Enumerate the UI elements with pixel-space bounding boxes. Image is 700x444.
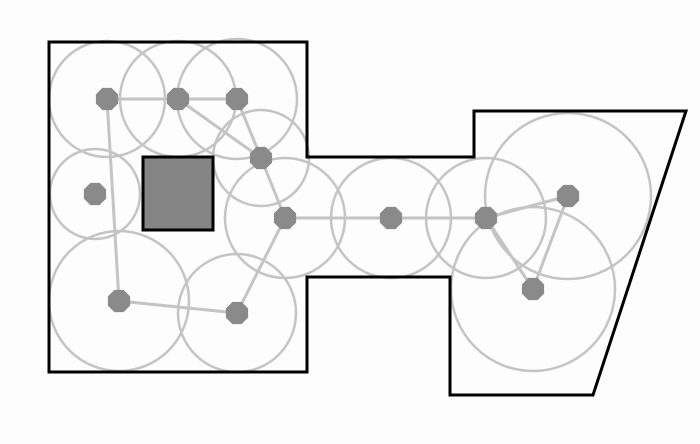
link-6 [105,97,121,303]
link-11 [484,194,570,220]
sensor-node-8 [474,206,498,230]
link-12 [484,216,535,291]
link-8 [235,216,287,315]
sensor-node-6 [273,206,297,230]
sensor-node-9 [556,184,580,208]
sensor-node-5 [83,182,107,206]
sensor-node-11 [107,289,131,313]
region-boundary [47,40,689,397]
link-3 [176,97,263,160]
sensor-node-4 [249,146,273,170]
sensor-node-2 [166,87,190,111]
sensor-node-7 [379,206,403,230]
link-13 [531,194,570,291]
sensor-node-3 [225,87,249,111]
link-7 [117,299,239,315]
coverage-circle-9 [483,111,653,281]
sensor-node-12 [225,301,249,325]
sensor-node-1 [95,87,119,111]
sensor-nodes-layer [83,87,580,325]
sensor-node-10 [521,277,545,301]
obstacle-block [141,155,215,232]
